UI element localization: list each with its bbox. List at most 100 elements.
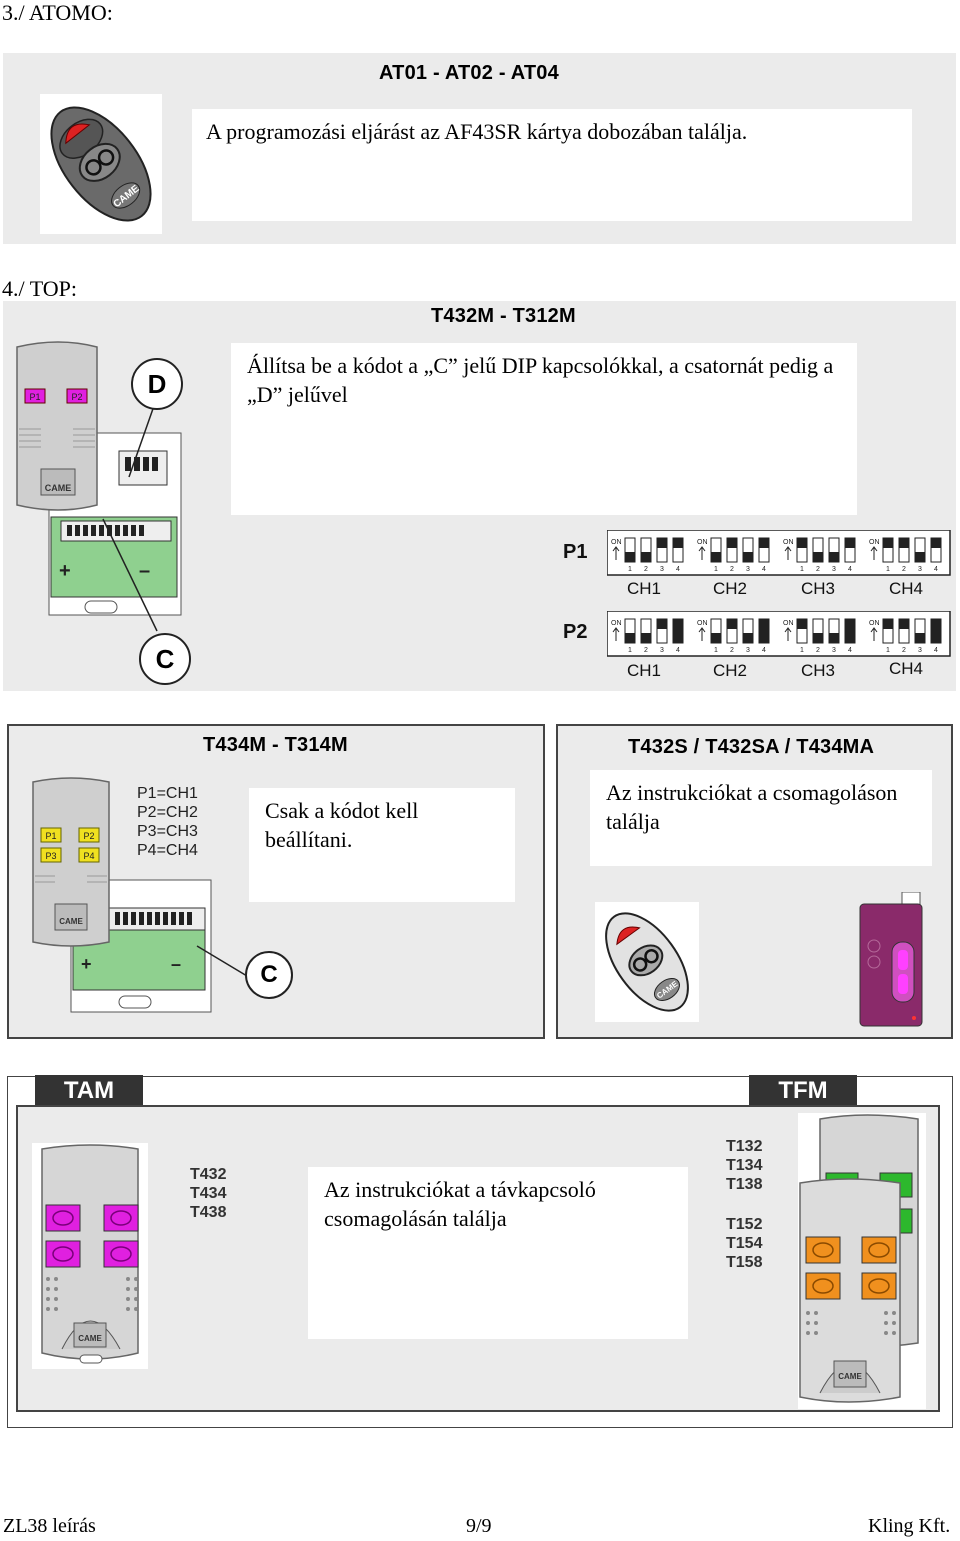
svg-text:1: 1	[714, 647, 718, 654]
footer-right: Kling Kft.	[868, 1515, 951, 1537]
dip-row-p2-label: P2	[563, 621, 588, 643]
svg-text:2: 2	[902, 566, 906, 573]
svg-text:1: 1	[628, 566, 632, 573]
svg-text:2: 2	[902, 647, 906, 654]
dip-row-p1-switches: ON 1 2 3 4 ON 1 2 3 4 ON 1 2 3 4 ON	[607, 530, 951, 576]
svg-text:ON: ON	[783, 539, 794, 546]
tfm-model-t154: T154	[726, 1235, 763, 1252]
svg-text:CAME: CAME	[45, 483, 72, 493]
tfm-models-a: T132 T134 T138	[726, 1137, 762, 1194]
atomo-instructions-text: A programozási eljárást az AF43SR kártya…	[206, 119, 748, 144]
svg-text:1: 1	[886, 566, 890, 573]
tam-tfm-inner-panel: CAME T432 T434 T438 Az instrukciókat a t…	[16, 1105, 940, 1412]
svg-text:4: 4	[762, 647, 766, 654]
svg-text:CAME: CAME	[59, 917, 83, 926]
t434m-panel: T434M - T314M + – P1 P2 P3 P4 CAME P1=CH…	[7, 724, 545, 1039]
tfm-models-b: T152 T154 T158	[726, 1215, 762, 1272]
svg-text:P4: P4	[83, 851, 94, 861]
t432s-instructions: Az instrukciókat a csomagoláson találja	[590, 770, 932, 866]
svg-text:2: 2	[644, 647, 648, 654]
mapping-p1: P1=CH1	[137, 785, 198, 802]
top-instructions-text: Állítsa be a kódot a „C” jelű DIP kapcso…	[247, 353, 834, 407]
svg-text:P2: P2	[83, 831, 94, 841]
svg-text:4: 4	[934, 647, 938, 654]
top-instructions: Állítsa be a kódot a „C” jelű DIP kapcso…	[231, 343, 857, 515]
t432s-remote-image: CAME	[595, 902, 699, 1022]
remote-button-p1: P1	[29, 392, 40, 402]
tam-model-t432: T432	[190, 1166, 227, 1183]
tam-model-t434: T434	[190, 1185, 227, 1202]
top-model-title: T432M - T312M	[431, 305, 576, 327]
svg-text:4: 4	[848, 566, 852, 573]
dip-p1-ch4: CH4	[889, 579, 924, 598]
callout-d-line	[102, 402, 158, 632]
svg-text:2: 2	[816, 647, 820, 654]
t434m-mapping: P1=CH1 P2=CH2 P3=CH3 P4=CH4	[137, 784, 198, 860]
svg-text:3: 3	[660, 566, 664, 573]
svg-text:1: 1	[886, 647, 890, 654]
svg-text:ON: ON	[697, 620, 708, 627]
dip-row-p1-label: P1	[563, 541, 588, 563]
tam-tfm-instructions: Az instrukciókat a távkapcsoló csomagolá…	[308, 1167, 688, 1339]
tam-tfm-outer-frame: TAM TFM CAME T43	[7, 1075, 953, 1428]
svg-text:3: 3	[660, 647, 664, 654]
tfm-model-t152: T152	[726, 1216, 763, 1233]
footer-page-number: 9/9	[466, 1515, 492, 1537]
tam-models: T432 T434 T438	[190, 1165, 226, 1222]
tfm-model-t134: T134	[726, 1157, 763, 1174]
svg-text:1: 1	[628, 647, 632, 654]
svg-text:3: 3	[746, 566, 750, 573]
svg-text:4: 4	[676, 566, 680, 573]
remote-button-p2: P2	[71, 392, 82, 402]
dip-p2-ch3: CH3	[801, 661, 836, 680]
dip-p2-ch1: CH1	[627, 661, 662, 680]
tab-tfm: TFM	[749, 1075, 857, 1107]
svg-text:1: 1	[714, 566, 718, 573]
atomo-model-title: AT01 - AT02 - AT04	[379, 62, 559, 84]
dip-p1-ch3: CH3	[801, 579, 836, 598]
callout-d: D	[131, 358, 183, 410]
svg-text:ON: ON	[869, 620, 880, 627]
svg-text:3: 3	[832, 566, 836, 573]
t432s-model-title: T432S / T432SA / T434MA	[628, 736, 875, 758]
tfm-model-t132: T132	[726, 1138, 763, 1155]
section3-heading: 3./ ATOMO:	[2, 0, 113, 25]
svg-text:2: 2	[816, 566, 820, 573]
svg-text:ON: ON	[611, 539, 622, 546]
mapping-p3: P3=CH3	[137, 823, 198, 840]
mapping-p4: P4=CH4	[137, 842, 198, 859]
dip-p2-ch2: CH2	[713, 661, 748, 680]
svg-text:2: 2	[730, 647, 734, 654]
dip-p1-ch2: CH2	[713, 579, 748, 598]
svg-text:3: 3	[918, 566, 922, 573]
dip-p1-ch1: CH1	[627, 579, 662, 598]
t434m-model-title: T434M - T314M	[203, 734, 348, 756]
svg-text:4: 4	[676, 647, 680, 654]
atomo-remote-image: CAME	[40, 94, 162, 234]
dip-p2-ch4: CH4	[889, 659, 924, 678]
svg-text:+: +	[81, 954, 92, 974]
svg-text:3: 3	[832, 647, 836, 654]
t434m-remote-image: + – P1 P2 P3 P4 CAME	[32, 777, 212, 1013]
t432s-panel: T432S / T432SA / T434MA Az instrukciókat…	[556, 724, 953, 1039]
svg-text:P1: P1	[45, 831, 56, 841]
tam-model-t438: T438	[190, 1204, 227, 1221]
section4-heading: 4./ TOP:	[2, 276, 77, 301]
svg-text:4: 4	[762, 566, 766, 573]
atomo-instructions: A programozási eljárást az AF43SR kártya…	[192, 109, 912, 221]
tam-remote-image: CAME	[32, 1143, 148, 1369]
t434m-callout-line	[196, 945, 248, 977]
t432s-instructions-text: Az instrukciókat a csomagoláson találja	[606, 780, 898, 834]
t434ma-remote-image	[858, 891, 924, 1028]
svg-text:1: 1	[800, 647, 804, 654]
top-panel: T432M - T312M + –	[3, 301, 956, 691]
svg-text:3: 3	[918, 647, 922, 654]
svg-text:–: –	[139, 560, 150, 582]
svg-text:2: 2	[730, 566, 734, 573]
svg-text:ON: ON	[869, 539, 880, 546]
svg-text:ON: ON	[697, 539, 708, 546]
svg-text:ON: ON	[783, 620, 794, 627]
svg-text:4: 4	[934, 566, 938, 573]
tab-tam: TAM	[35, 1075, 143, 1107]
